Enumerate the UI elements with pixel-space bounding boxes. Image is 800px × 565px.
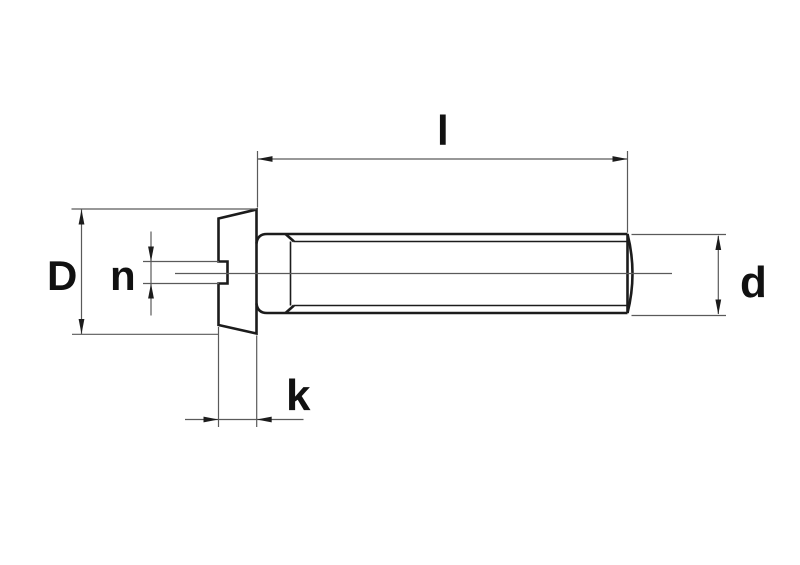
length-arrow-left <box>257 156 273 162</box>
length-arrow-right <box>612 156 628 162</box>
slot-width-arrow-bottom <box>148 283 154 299</box>
head-height-label: k <box>286 371 311 420</box>
screw-head-outline <box>217 207 258 336</box>
thread-diameter-label: d <box>740 258 767 307</box>
slot-width-arrow-top <box>148 246 154 262</box>
thread-diameter-arrow-top <box>715 235 722 250</box>
screw-outline <box>217 207 634 336</box>
shank-crest-line-top <box>255 232 628 244</box>
dimension-thread-diameter: d <box>631 233 767 317</box>
dimension-head-diameter: D <box>47 208 257 335</box>
dimension-slot-width: n <box>110 231 219 316</box>
head-diameter-arrow-bottom <box>78 319 85 334</box>
thread-chamfer-bottom <box>284 304 295 314</box>
dimension-length: l <box>256 107 629 233</box>
dimension-head-height: k <box>185 327 311 427</box>
head-height-arrow-left <box>203 416 219 423</box>
thread-diameter-arrow-bottom <box>715 299 722 315</box>
shank-crest-line-bottom <box>255 303 628 315</box>
slot-width-label: n <box>110 252 136 299</box>
head-diameter-label: D <box>47 252 77 299</box>
head-diameter-arrow-top <box>78 209 85 225</box>
length-label: l <box>437 107 449 154</box>
thread-chamfer-top <box>284 233 295 243</box>
head-height-arrow-right <box>256 416 272 423</box>
